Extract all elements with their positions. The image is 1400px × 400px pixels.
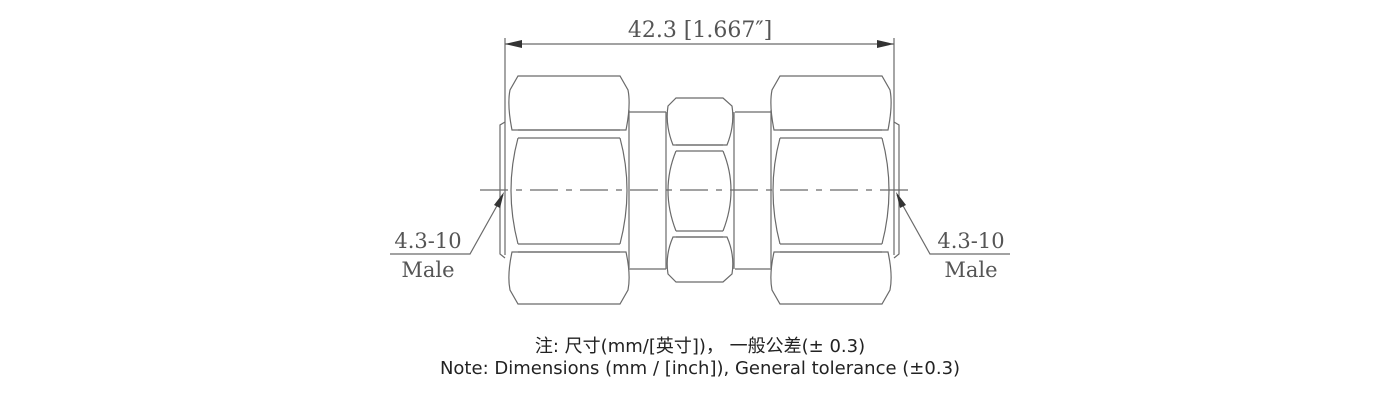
left-leader-arrow [494, 192, 504, 208]
right-port-size: 4.3-10 [937, 229, 1004, 253]
right-port-gender: Male [944, 258, 997, 282]
dimension-arrow-left [505, 40, 522, 48]
note-chinese: 注: 尺寸(mm/[英寸])， 一般公差(± 0.3) [534, 336, 866, 357]
left-port-size: 4.3-10 [394, 229, 461, 253]
dimension-arrow-right [877, 40, 894, 48]
right-leader-line [896, 194, 1010, 255]
left-leader-line [390, 194, 504, 255]
overall-dimension-label: 42.3 [1.667″] [628, 18, 772, 43]
left-hex-nut [508, 75, 630, 305]
right-leader-arrow [896, 192, 906, 208]
left-port-gender: Male [401, 258, 454, 282]
note-english: Note: Dimensions (mm / [inch]), General … [439, 358, 961, 379]
